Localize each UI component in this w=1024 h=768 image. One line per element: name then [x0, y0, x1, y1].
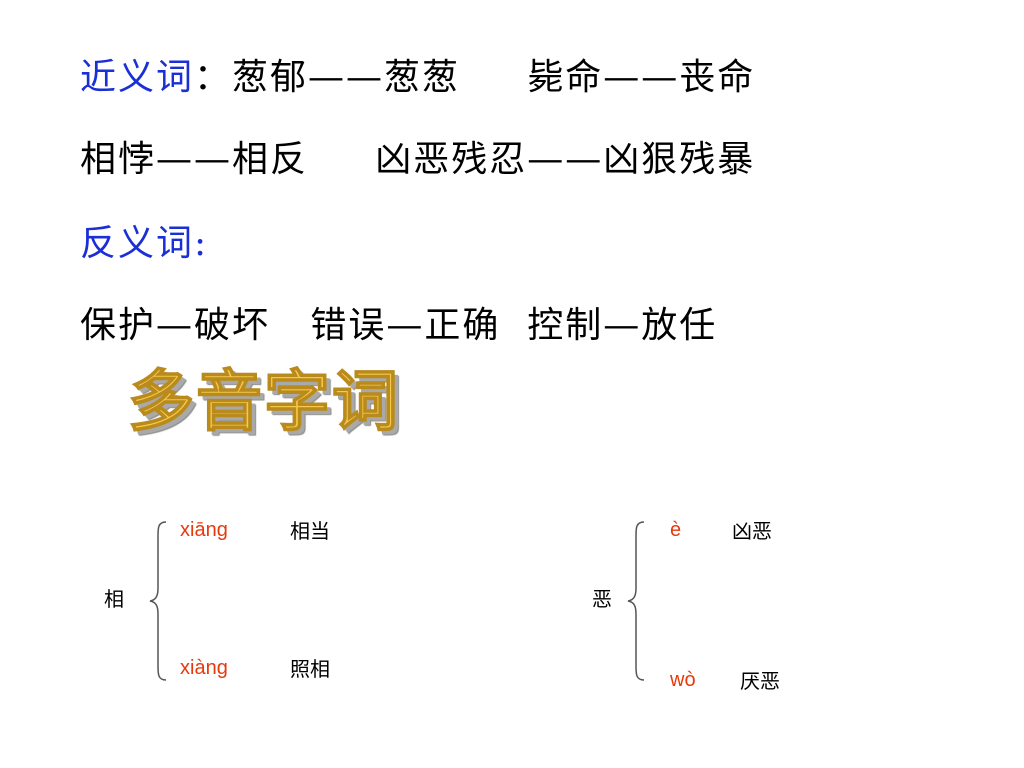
polyphone-char-xiang: 相 [104, 587, 124, 611]
word-xiong-e: 凶恶 [732, 519, 772, 543]
word-zhaoxiang: 照相 [290, 657, 330, 681]
synonyms-line-1: 近义词：葱郁——葱葱 毙命——丧命 [80, 56, 755, 100]
left-brace-icon [149, 521, 167, 681]
synonyms-label: 近义词 [80, 57, 195, 98]
polyphone-title: 多音字词 [127, 362, 400, 441]
synonyms-line-2: 相悖——相反 凶恶残忍——凶狠残暴 [80, 139, 756, 180]
synonyms-pairs-1: 葱郁——葱葱 毙命——丧命 [232, 57, 756, 98]
left-brace-icon [627, 521, 645, 681]
synonyms-colon: ： [194, 57, 233, 98]
pinyin-xiang-4: xiàng [180, 657, 228, 679]
antonyms-label: 反义词: [80, 223, 209, 264]
pinyin-xiang-1: xiāng [180, 519, 228, 541]
pinyin-e: è [670, 519, 682, 541]
pinyin-wo: wò [670, 669, 696, 691]
polyphone-char-e: 恶 [592, 587, 612, 611]
word-yanwu: 厌恶 [740, 669, 780, 693]
word-xiangdang: 相当 [290, 519, 330, 543]
antonyms-line: 保护—破坏 错误—正确 控制—放任 [80, 305, 718, 346]
